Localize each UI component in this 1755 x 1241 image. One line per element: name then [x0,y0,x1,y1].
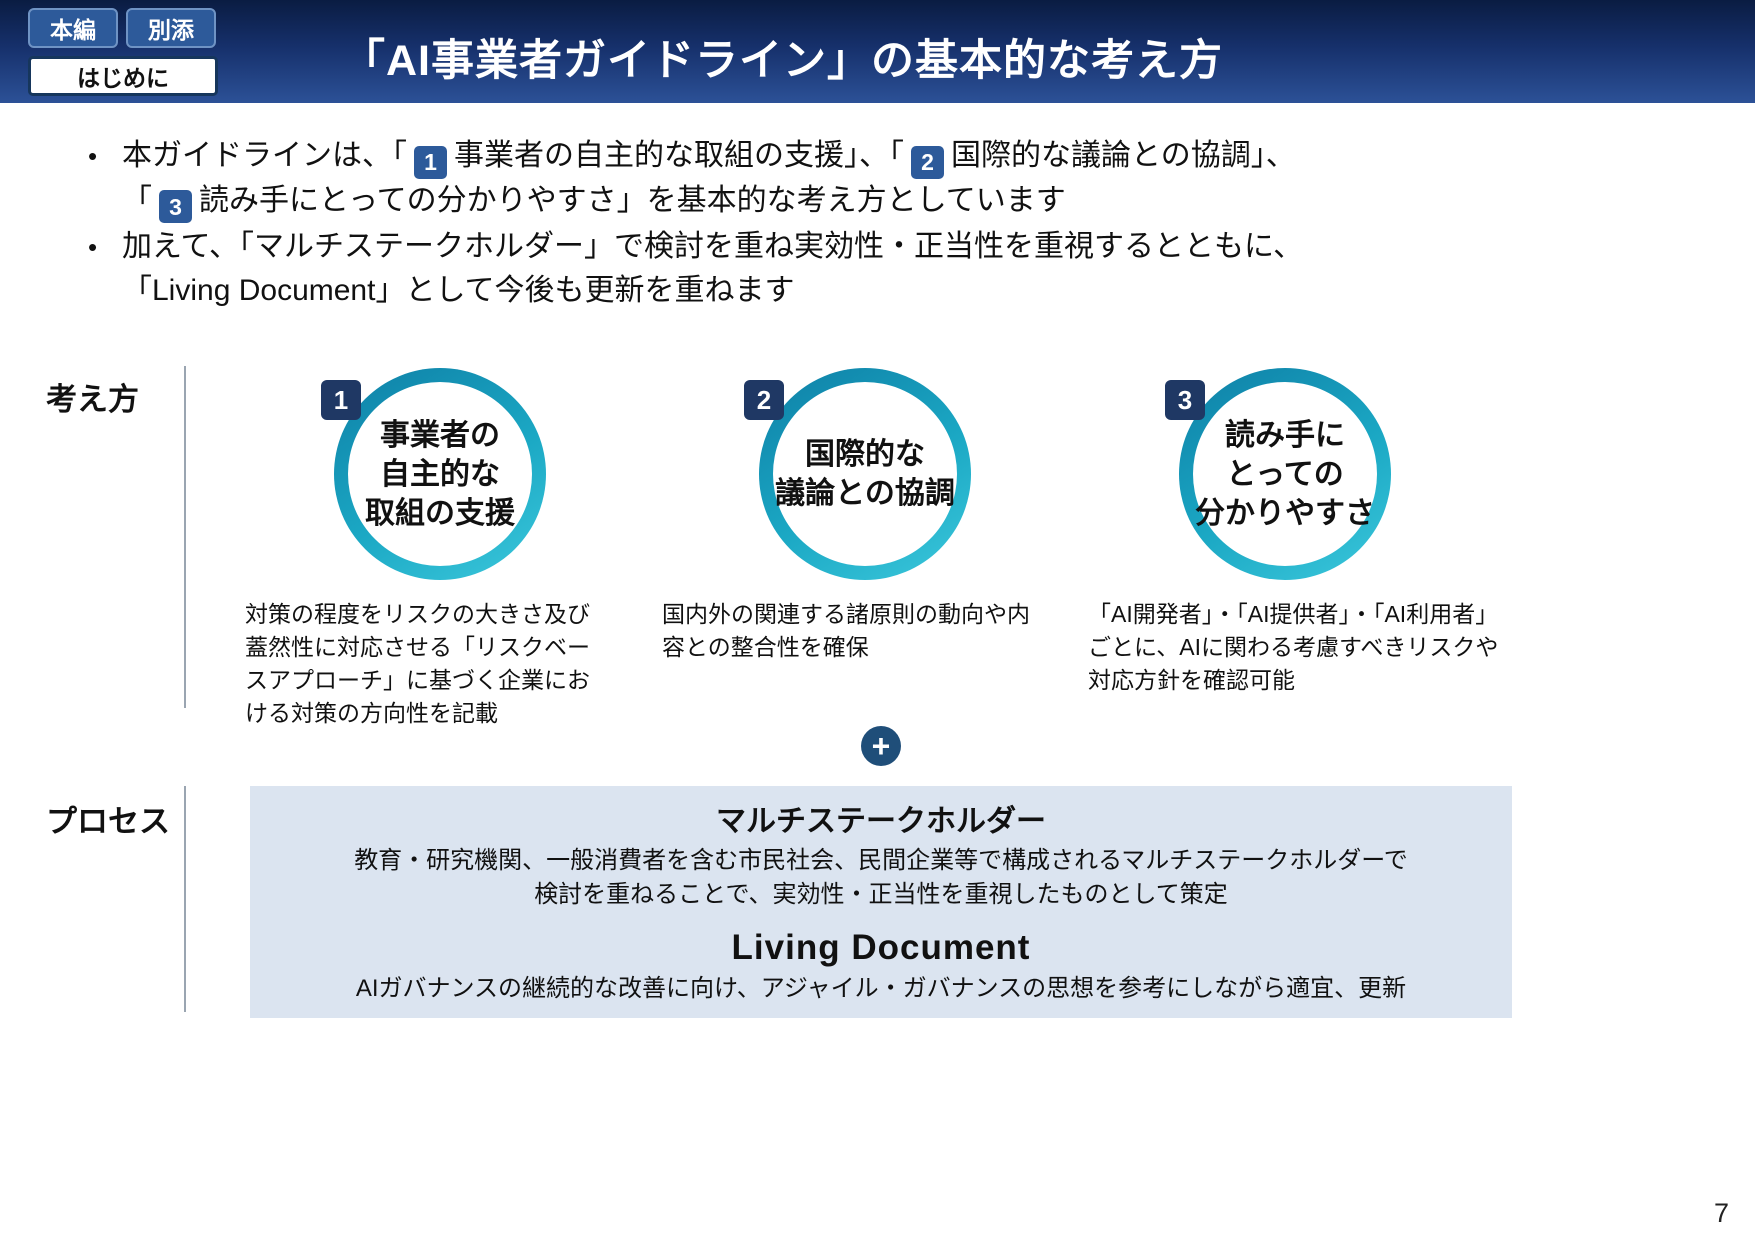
plus-icon: + [861,726,901,766]
bullet-1-seg5: 読み手にとっての分かりやすさ」を基本的な考え方としています [199,183,1066,217]
header-band: 本編 別添 はじめに 「AI事業者ガイドライン」の基本的な考え方 [0,0,1755,103]
concept-2-title: 国際的な 議論との協調 [773,382,957,566]
concept-1-title: 事業者の 自主的な 取組の支援 [348,382,532,566]
bullet-1-seg1: 本ガイドラインは、「 [122,139,407,172]
section-label-hajimeni: はじめに [28,56,218,96]
bullet-2-line2: 「Living Document」として今後も更新を重ねます [122,274,795,307]
bullet-marker: • [88,141,98,171]
process-box-1-title: マルチステークホルダー [716,805,1046,838]
page-number: 7 [1713,1198,1729,1228]
concept-2: 2 国際的な 議論との協調 国内外の関連する諸原則の動向や内容との整合性を確保 [662,368,1047,664]
bullet-1-seg4: 「 [122,183,152,217]
concept-1-circle-icon: 事業者の 自主的な 取組の支援 [334,368,546,580]
tab-honpen[interactable]: 本編 [28,8,118,48]
process-box-living-document: Living Document AIガバナンスの継続的な改善に向け、アジャイル・… [250,922,1512,1018]
section-heading-kangaekata: 考え方 [46,382,139,417]
bullet-1-seg3: 国際的な議論との協調」、 [951,139,1296,172]
concept-3-number-badge: 3 [1165,380,1205,420]
process-box-multistakeholder: マルチステークホルダー 教育・研究機関、一般消費者を含む市民社会、民間企業等で構… [250,786,1512,924]
process-box-1-body: 教育・研究機関、一般消費者を含む市民社会、民間企業等で構成されるマルチステークホ… [354,847,1408,908]
process-box-2-body: AIガバナンスの継続的な改善に向け、アジャイル・ガバナンスの思想を参考にしながら… [355,975,1407,1002]
concept-1: 1 事業者の 自主的な 取組の支援 対策の程度をリスクの大きさ及び蓋然性に対応さ… [245,368,603,730]
concept-2-number-badge: 2 [744,380,784,420]
concept-2-description: 国内外の関連する諸原則の動向や内容との整合性を確保 [662,601,1030,660]
number-badge-2-icon: 2 [911,145,944,179]
bullet-2-text: 加えて、「マルチステークホルダー」で検討を重ね実効性・正当性を重視するとともに、… [122,225,1648,313]
number-badge-3-icon: 3 [159,190,192,223]
bullet-2: • 加えて、「マルチステークホルダー」で検討を重ね実効性・正当性を重視するととも… [88,225,1648,313]
tab-betten[interactable]: 別添 [126,8,216,48]
section-heading-process: プロセス [46,804,170,839]
divider-kangaekata [184,366,186,708]
bullet-1-seg2: 事業者の自主的な取組の支援」、「 [454,139,904,172]
concept-1-description: 対策の程度をリスクの大きさ及び蓋然性に対応させる「リスクベースアプローチ」に基づ… [245,601,590,726]
bullet-2-line1: 加えて、「マルチステークホルダー」で検討を重ね実効性・正当性を重視するとともに、 [122,230,1304,263]
concept-2-circle-icon: 国際的な 議論との協調 [759,368,971,580]
number-badge-1-icon: 1 [414,145,447,179]
concept-1-number-badge: 1 [321,380,361,420]
page-title: 「AI事業者ガイドライン」の基本的な考え方 [342,37,1223,85]
concept-3: 3 読み手に とっての 分かりやすさ 「AI開発者」・「AI提供者」・「AI利用… [1088,368,1520,697]
concept-3-circle-icon: 読み手に とっての 分かりやすさ [1179,368,1391,580]
process-box-2-title: Living Document [731,928,1031,967]
bullet-marker: • [88,232,98,262]
divider-process [184,786,186,1012]
concept-3-description: 「AI開発者」・「AI提供者」・「AI利用者」ごとに、AIに関わる考慮すべきリス… [1088,601,1499,693]
concept-3-title: 読み手に とっての 分かりやすさ [1193,382,1377,566]
